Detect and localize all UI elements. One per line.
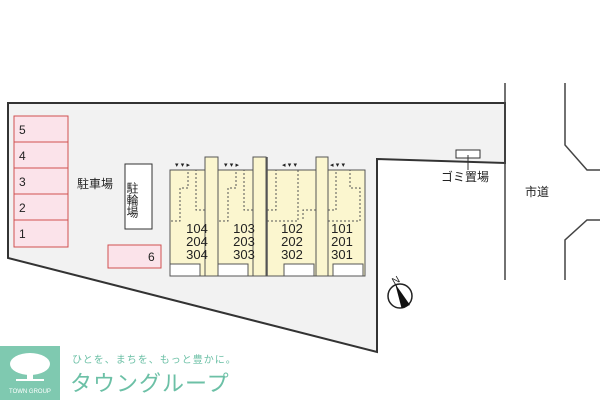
- parking-slot: [13, 115, 69, 143]
- logo-name-en: TOWN GROUP: [9, 389, 51, 395]
- north-arrow-icon: N: [387, 274, 413, 309]
- slot-number: 3: [19, 175, 26, 189]
- logo-tagline: ひとを、まちを、もっと豊かに。: [72, 355, 237, 366]
- room-number: 104: [186, 221, 208, 236]
- room-number: 304: [186, 247, 208, 262]
- room-number: 301: [331, 247, 353, 262]
- svg-text:◂ ▾ ▾: ◂ ▾ ▾: [282, 161, 297, 169]
- parking-slots: 5 4 3 2 1 6: [13, 115, 162, 269]
- road-label: 市道: [525, 184, 549, 199]
- room-number: 303: [233, 247, 255, 262]
- room-number: 101: [331, 221, 353, 236]
- room-number: 204: [186, 234, 208, 249]
- parking-slot: [13, 219, 69, 248]
- town-group-logo: TOWN GROUP: [0, 346, 60, 400]
- tree-icon: [10, 353, 50, 381]
- slot-number: 4: [19, 149, 26, 163]
- slot-number: 1: [19, 227, 26, 241]
- svg-text:▾ ▾ ▸: ▾ ▾ ▸: [175, 161, 190, 169]
- room-number: 202: [281, 234, 303, 249]
- bike-label: 駐輪場: [125, 181, 139, 219]
- svg-text:N: N: [390, 274, 402, 287]
- svg-text:▾ ▾ ▸: ▾ ▾ ▸: [224, 161, 239, 169]
- building: [169, 156, 366, 277]
- road-lines: [504, 83, 600, 280]
- slot-number: 6: [148, 250, 155, 264]
- entrance-arrows: ▾ ▾ ▸ ▾ ▾ ▸ ◂ ▾ ▾ ◂ ▾ ▾: [175, 161, 345, 169]
- slot-number: 5: [19, 123, 26, 137]
- parking-slot: [13, 193, 69, 221]
- room-number: 201: [331, 234, 353, 249]
- svg-text:◂ ▾ ▾: ◂ ▾ ▾: [330, 161, 345, 169]
- logo-brand: タウングループ: [70, 372, 230, 397]
- room-number: 203: [233, 234, 255, 249]
- slot-number: 2: [19, 201, 26, 215]
- room-number: 103: [233, 221, 255, 236]
- room-number: 302: [281, 247, 303, 262]
- parking-label: 駐車場: [77, 176, 113, 191]
- parking-slot-6: [107, 244, 162, 269]
- bike-parking: [124, 163, 153, 230]
- room-number: 102: [281, 221, 303, 236]
- garbage-label: ゴミ置場: [441, 169, 489, 184]
